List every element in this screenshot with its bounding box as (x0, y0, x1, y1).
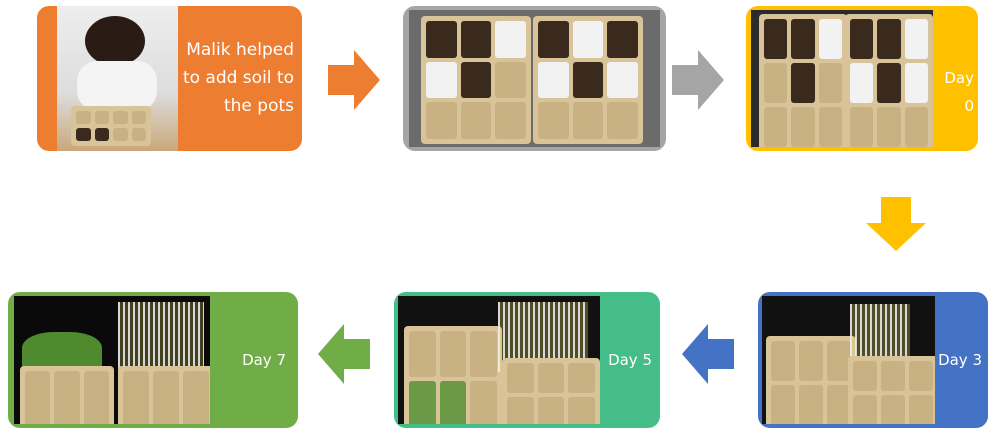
arrow-left-icon (318, 324, 370, 384)
arrow-right-icon (328, 50, 380, 110)
trays-photo (409, 10, 660, 147)
step-label: Day 5 (608, 351, 652, 369)
step-label: Malik helped to add soil to the pots (182, 40, 294, 116)
step-label: Day 0 (944, 69, 974, 115)
arrow-down-icon (866, 197, 926, 251)
arrow-right-icon (672, 50, 724, 110)
day-7-photo (14, 296, 210, 424)
day-0-photo (751, 10, 933, 147)
child-photo (57, 6, 178, 151)
day-5-photo (398, 296, 600, 424)
step-trays (403, 6, 666, 151)
step-day-7: Day 7 (8, 292, 298, 428)
step-day-5: Day 5 (394, 292, 660, 428)
step-day-0: Day 0 (746, 6, 978, 151)
arrow-left-icon (682, 324, 734, 384)
day-3-photo (762, 296, 935, 424)
step-day-3: Day 3 (758, 292, 988, 428)
step-label: Day 7 (242, 351, 286, 369)
step-soil: Malik helped to add soil to the pots (37, 6, 302, 151)
step-label: Day 3 (938, 351, 982, 369)
